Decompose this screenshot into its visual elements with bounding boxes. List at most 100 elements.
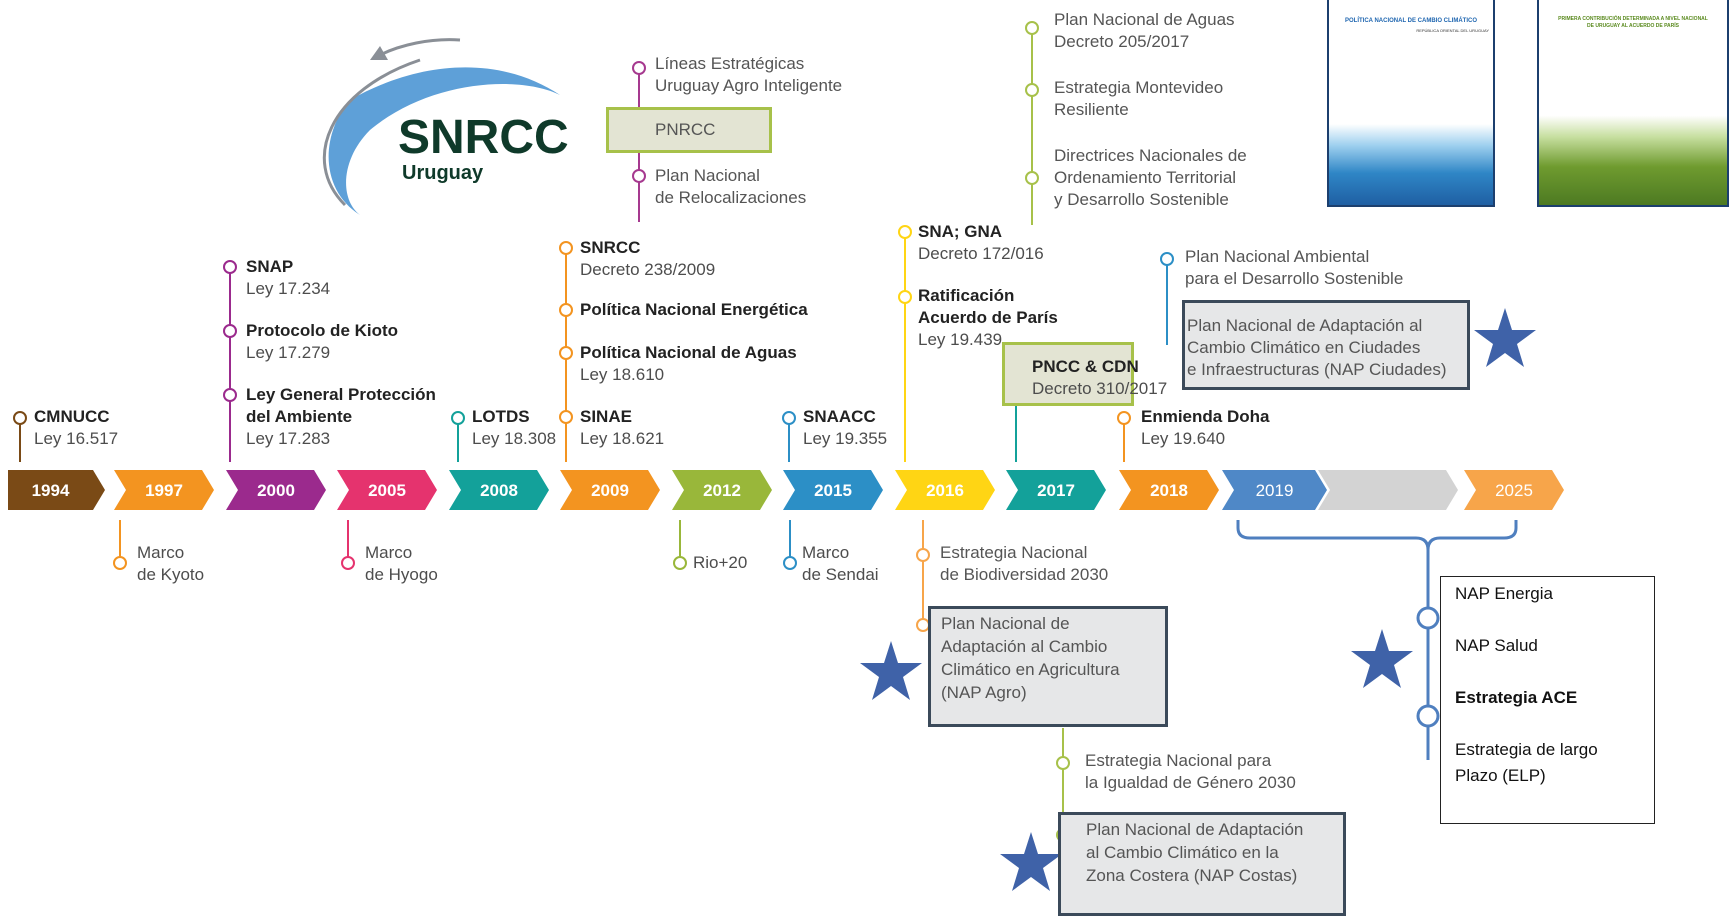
year-arrow-1997 (114, 470, 214, 510)
year-arrow-2008 (449, 470, 549, 510)
nap-costas-3: Zona Costera (NAP Costas) (1086, 866, 1298, 885)
plan-aguas-2: Decreto 205/2017 (1054, 32, 1190, 51)
doc2-sub: DE URUGUAY AL ACUERDO DE PARÍS (1587, 23, 1679, 29)
nap-agro-4: (NAP Agro) (941, 683, 1027, 702)
pnrcc-label: PNRCC (655, 120, 716, 139)
snap-law: Ley 17.234 (246, 279, 331, 298)
nap-agro-1: Plan Nacional de (941, 614, 1070, 633)
directrices-1: Directrices Nacionales de (1054, 146, 1247, 165)
nap-salud: NAP Salud (1455, 636, 1538, 655)
montevideo-2: Resiliente (1054, 100, 1129, 119)
year-label-2018: 2018 (1150, 481, 1188, 500)
lineas-estrategicas-2: Uruguay Agro Inteligente (655, 76, 843, 95)
sna-gna-title: SNA; GNA (918, 222, 1003, 241)
year-arrow-2009 (560, 470, 660, 510)
genero-1: Estrategia Nacional para (1085, 751, 1272, 770)
kyoto-2: de Kyoto (137, 565, 205, 584)
year-arrow-1994 (8, 470, 105, 510)
sna-gna-decree: Decreto 172/016 (918, 244, 1044, 263)
year-arrow-2018 (1119, 470, 1219, 510)
year-label-2016: 2016 (926, 481, 964, 500)
pncc-highlight-box: PNCC & CDN Decreto 310/2017 (1002, 342, 1167, 406)
star-icon (1474, 308, 1536, 367)
ratificacion-law: Ley 19.439 (918, 330, 1003, 349)
doc1-title: POLÍTICA NACIONAL DE CAMBIO CLIMÁTICO (1345, 18, 1477, 24)
enmienda-doha-law: Ley 19.640 (1141, 429, 1226, 448)
rio20: Rio+20 (693, 553, 748, 572)
year-label-1994: 1994 (32, 481, 70, 500)
ley-general-law: Ley 17.283 (246, 429, 331, 448)
plan-ambiental-2: para el Desarrollo Sostenible (1185, 269, 1404, 288)
doc2-title: PRIMERA CONTRIBUCIÓN DETERMINADA A NIVEL… (1558, 16, 1708, 22)
kioto-title: Protocolo de Kioto (246, 321, 399, 340)
ratificacion-2: Acuerdo de París (918, 308, 1058, 327)
doc-cdn-thumbnail: PRIMERA CONTRIBUCIÓN DETERMINADA A NIVEL… (1537, 0, 1729, 207)
kioto-law: Ley 17.279 (246, 343, 331, 362)
year-label-2005: 2005 (368, 481, 406, 500)
nap-costas-1: Plan Nacional de Adaptación (1086, 820, 1304, 839)
snrcc-decree: Decreto 238/2009 (580, 260, 716, 279)
year-arrow-2015 (783, 470, 883, 510)
estrategia-ace: Estrategia ACE (1455, 688, 1578, 707)
snrcc-title: SNRCC (580, 238, 641, 257)
biodiversidad-2: de Biodiversidad 2030 (940, 565, 1109, 584)
pnrcc-highlight-box (606, 107, 772, 153)
elp-2: Plazo (ELP) (1455, 766, 1546, 785)
sendai-2: de Sendai (802, 565, 879, 584)
star-icon (1351, 629, 1413, 688)
relocalizaciones-1: Plan Nacional (655, 166, 760, 185)
relocalizaciones-2: de Relocalizaciones (655, 188, 807, 207)
nap-ciudades-2: Cambio Climático en Ciudades (1187, 338, 1421, 357)
year-label-2012: 2012 (703, 481, 741, 500)
plan-aguas-1: Plan Nacional de Aguas (1054, 10, 1235, 29)
star-icon (860, 641, 922, 700)
year-label-2025: 2025 (1495, 481, 1533, 500)
sinae-title: SINAE (580, 407, 632, 426)
directrices-3: y Desarrollo Sostenible (1054, 190, 1229, 209)
year-label-2000: 2000 (257, 481, 295, 500)
year-arrow-2012 (672, 470, 772, 510)
sinae-law: Ley 18.621 (580, 429, 665, 448)
nap-energia: NAP Energia (1455, 584, 1553, 603)
nap-agro-2: Adaptación al Cambio (941, 637, 1108, 656)
year-label-2017: 2017 (1037, 481, 1075, 500)
year-arrow-2005 (337, 470, 437, 510)
plan-ambiental-1: Plan Nacional Ambiental (1185, 247, 1370, 266)
ley-general-title-1: Ley General Protección (246, 385, 436, 404)
snap-title: SNAP (246, 257, 294, 276)
year-label-2008: 2008 (480, 481, 518, 500)
pne-title: Política Nacional Energética (580, 300, 808, 319)
directrices-2: Ordenamiento Territorial (1054, 168, 1237, 187)
nap-agro-box: Plan Nacional de Adaptación al Cambio Cl… (928, 606, 1168, 727)
lineas-estrategicas-1: Líneas Estratégicas (655, 54, 805, 73)
year-arrow-2000 (226, 470, 326, 510)
pncc-title: PNCC & CDN (1032, 357, 1139, 376)
year-label-1997: 1997 (145, 481, 183, 500)
pna-law: Ley 18.610 (580, 365, 665, 384)
nap-costas-2: al Cambio Climático en la (1086, 843, 1279, 862)
nap-ciudades-box: Plan Nacional de Adaptación al Cambio Cl… (1182, 300, 1470, 390)
sendai-1: Marco (802, 543, 850, 562)
year-label-2019: 2019 (1256, 481, 1294, 500)
hyogo-2: de Hyogo (365, 565, 438, 584)
future-plans-box: NAP Energia NAP Salud Estrategia ACE Est… (1440, 576, 1655, 824)
logo-subtitle: Uruguay (402, 162, 484, 184)
ratificacion-1: Ratificación (918, 286, 1015, 305)
lotds-law: Ley 18.308 (472, 429, 557, 448)
hyogo-1: Marco (365, 543, 413, 562)
enmienda-doha-title: Enmienda Doha (1141, 407, 1270, 426)
pncc-decree: Decreto 310/2017 (1032, 379, 1168, 398)
year-arrow-gap (1318, 470, 1458, 510)
nap-ciudades-3: e Infraestructuras (NAP Ciudades) (1187, 360, 1447, 379)
kyoto-1: Marco (137, 543, 185, 562)
biodiversidad-1: Estrategia Nacional (940, 543, 1088, 562)
year-arrow-2025 (1464, 470, 1564, 510)
year-arrow-2016 (895, 470, 995, 510)
nap-costas-box: Plan Nacional de Adaptación al Cambio Cl… (1058, 812, 1346, 916)
star-icon (1000, 832, 1062, 891)
logo-title: SNRCC (398, 111, 569, 164)
doc-pncc-thumbnail: POLÍTICA NACIONAL DE CAMBIO CLIMÁTICO RE… (1327, 0, 1495, 207)
doc1-sub: REPÚBLICA ORIENTAL DEL URUGUAY (1416, 28, 1489, 33)
